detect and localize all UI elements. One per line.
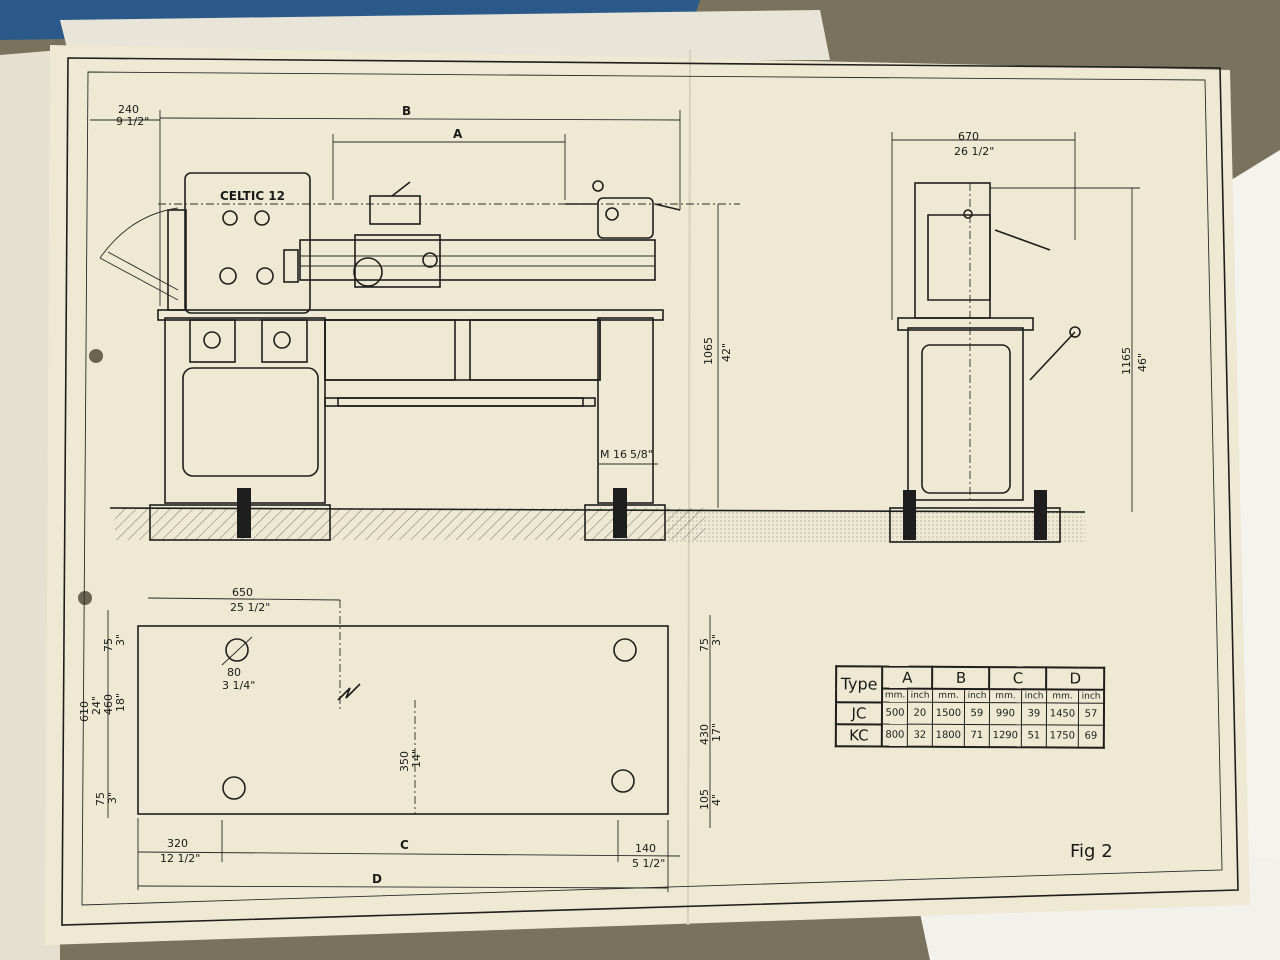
plan-dim-105: 105 [698,789,711,810]
type-table-unit: inch [907,688,933,703]
table-cell: 1750 [1046,724,1079,748]
plan-dim-140: 140 [635,842,656,855]
plan-dim-24-inch: 24" [90,696,103,715]
type-table-unit: inch [1021,689,1047,703]
dim-9-half-inch: 9 1/2" [116,115,149,128]
plan-dim-610: 610 [78,701,91,722]
plan-dim-75-top: 75 [102,638,115,652]
table-cell: 800 [881,724,908,747]
thread-callout-inch: 5/8" [630,448,653,461]
table-cell: 51 [1021,724,1047,747]
plan-dim-460: 460 [102,694,115,715]
table-cell: 1450 [1046,702,1079,726]
paper-sheet [45,45,1250,945]
plan-dim-12-half-inch: 12 1/2" [160,852,200,865]
plan-dim-5-half-inch: 5 1/2" [632,857,665,870]
type-table-unit: inch [964,688,990,703]
drawing-inner-border [81,71,1223,906]
dim-670: 670 [958,130,979,143]
dim-1065: 1065 [702,337,715,365]
dim-1165: 1165 [1120,347,1133,375]
plan-dim-4-inch: 4" [710,794,723,806]
plan-dim-3-inch-bottom: 3" [106,792,119,804]
plan-dim-350: 350 [398,751,411,772]
plan-dim-320: 320 [167,837,188,850]
type-table-unit: mm. [1046,689,1079,704]
plan-dim-25-half-inch: 25 1/2" [230,601,270,614]
table-cell: 32 [907,724,933,747]
punch-hole [89,349,103,363]
dim-26-half-inch: 26 1/2" [954,145,994,158]
paper-sheet-left [0,50,60,960]
table-cell: 39 [1021,702,1047,725]
table-cell: 1800 [932,724,965,747]
table-cell: 990 [989,702,1022,725]
plan-dim-hole-80: 80 [227,666,241,679]
type-table-title: Type [836,666,883,703]
table-cell: 59 [964,702,990,725]
type-table-unit: mm. [932,688,965,703]
white-paper-stack-top [60,10,830,60]
plan-dim-C: C [400,838,409,852]
floor-hatch [115,508,705,540]
table-cell: 69 [1078,725,1104,748]
plan-dim-3-inch-top: 3" [114,634,127,646]
table-row: JC 500 20 1500 59 990 39 1450 57 [835,701,1105,726]
type-table-wrap: Type A B C D mm. inch mm. inch mm. inch … [834,665,1106,749]
type-table: Type A B C D mm. inch mm. inch mm. inch … [834,665,1106,749]
machine-brand-label: CELTIC 12 [220,189,285,203]
plan-dim-14-inch: 14" [410,749,423,768]
table-cell: 20 [907,702,933,725]
type-table-group-A: A [882,666,933,689]
floor-dots [665,512,1085,544]
table-cell: 1500 [932,702,965,725]
dim-42-inch: 42" [720,343,733,362]
plan-dim-17-inch: 17" [710,723,723,742]
dim-B: B [402,104,411,118]
type-table-row-type: JC [835,701,883,725]
table-cell: 71 [964,724,990,747]
type-table-row-type: KC [835,723,882,747]
plan-dim-hole-3-quarter-inch: 3 1/4" [222,679,255,692]
plan-dim-3-inch-right: 3" [710,634,723,646]
plan-dim-75-bottom: 75 [94,792,107,806]
type-table-unit: mm. [989,689,1022,703]
type-table-unit: mm. [882,688,908,703]
drawing-border [61,57,1239,926]
type-table-unit: inch [1078,689,1105,704]
thread-callout: M 16 [600,448,627,461]
dim-A: A [453,127,463,141]
table-cell: 57 [1078,703,1105,726]
type-table-group-D: D [1046,667,1105,690]
plan-dim-650: 650 [232,586,253,599]
front-view: CELTIC 12 M 16 5/8" 240 9 1/2" [90,103,1086,544]
plan-dim-18-inch: 18" [114,693,127,712]
punch-hole [78,591,92,605]
plan-dim-D: D [372,872,382,886]
figure-label: Fig 2 [1070,841,1113,862]
side-view: 670 26 1/2" 1165 46" [889,130,1149,543]
plan-dim-430: 430 [698,724,711,745]
table-row: KC 800 32 1800 71 1290 51 1750 69 [835,723,1104,748]
dim-46-inch: 46" [1136,353,1149,372]
plan-dim-75-right: 75 [698,638,711,652]
dim-240: 240 [118,103,139,116]
center-fold [687,49,691,926]
type-table-group-B: B [932,666,990,690]
foundation-plan: 650 25 1/2" 75 3" 610 24" 460 18" 75 3" … [78,586,723,892]
type-table-group-C: C [989,667,1047,690]
table-cell: 500 [881,702,908,725]
table-cell: 1290 [989,724,1022,747]
